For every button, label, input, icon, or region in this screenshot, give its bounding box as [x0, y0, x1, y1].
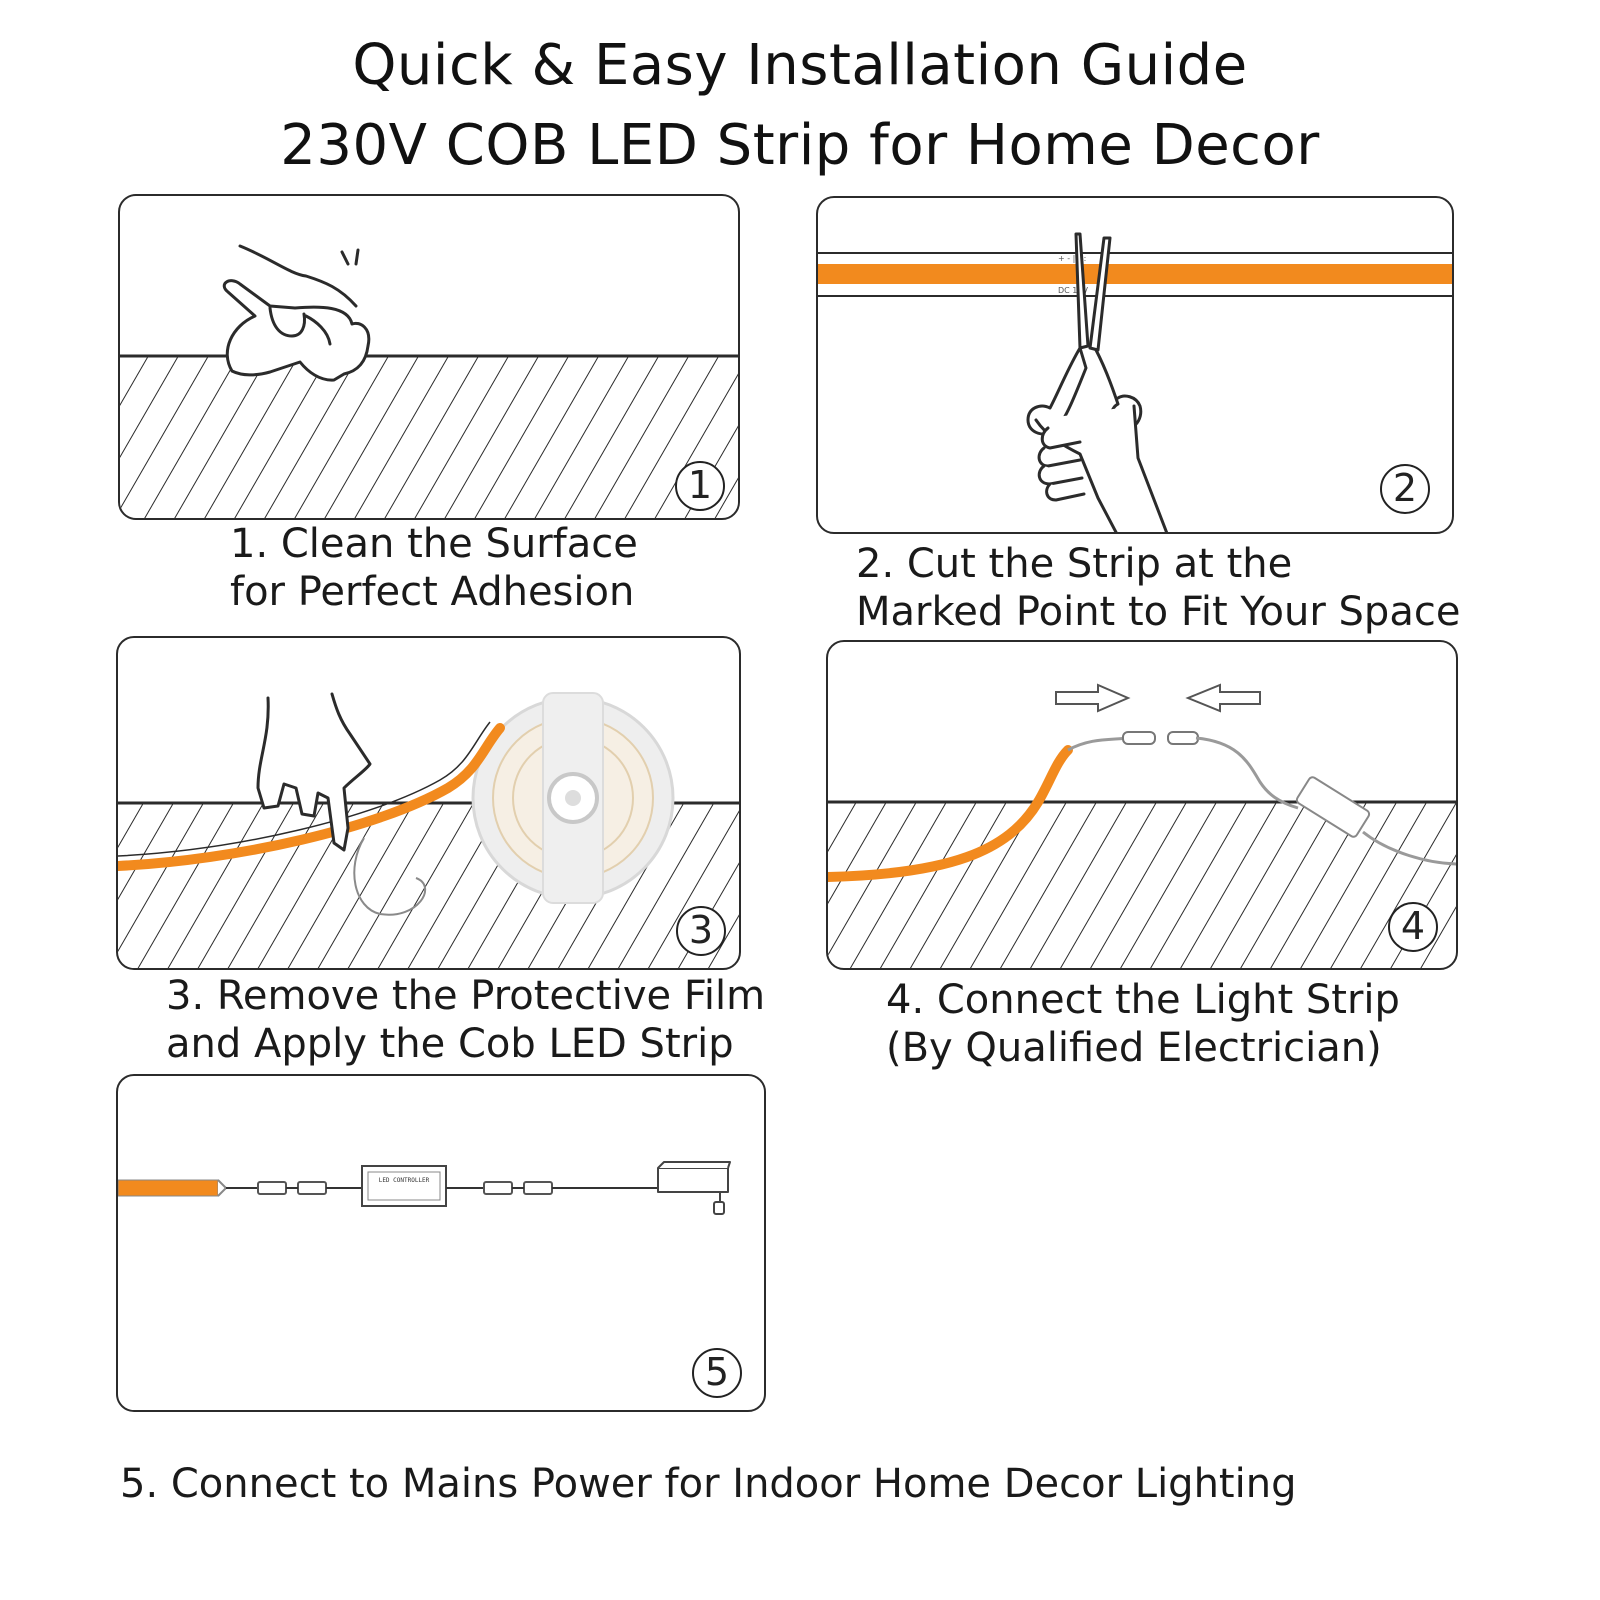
step-2-caption: 2. Cut the Strip at the Marked Point to … [856, 540, 1460, 636]
step-3-panel: 3 [116, 636, 741, 970]
step-3-caption-line1: 3. Remove the Protective Film [166, 973, 766, 1019]
step-5-caption: 5. Connect to Mains Power for Indoor Hom… [120, 1460, 1296, 1508]
connector-icon [1122, 731, 1199, 745]
step-5-panel: LED CONTROLLER 5 [116, 1074, 766, 1412]
guide-subtitle: 230V COB LED Strip for Home Decor [280, 113, 1320, 178]
scissors-icon [1026, 232, 1169, 532]
led-controller-box: LED CONTROLLER [361, 1165, 447, 1207]
guide-title: Quick & Easy Installation Guide [352, 33, 1248, 98]
step-2-caption-line1: 2. Cut the Strip at the [856, 541, 1293, 587]
step-4-panel: 4 [826, 640, 1458, 970]
step-1-badge: 1 [675, 461, 725, 511]
step-5-caption-line1: 5. Connect to Mains Power for Indoor Hom… [120, 1461, 1297, 1507]
step-1-caption-line2: for Perfect Adhesion [230, 569, 635, 615]
hand-wiping-icon [222, 244, 371, 382]
hand-pressing-icon [256, 692, 372, 852]
controller-label: LED CONTROLLER [379, 1177, 430, 1184]
step-3-badge: 3 [676, 906, 726, 956]
strip-reel-icon [471, 692, 675, 904]
step-1-caption-line1: 1. Clean the Surface [230, 521, 638, 567]
svg-text:DC 12V: DC 12V [1058, 286, 1088, 295]
step-2-caption-line2: Marked Point to Fit Your Space [856, 589, 1461, 635]
step-1-panel: 1 [118, 194, 740, 520]
step-2-badge: 2 [1380, 464, 1430, 514]
connector-icon [257, 1181, 327, 1195]
step-4-badge: 4 [1388, 902, 1438, 952]
arrow-left-icon [1185, 683, 1261, 713]
power-adapter-icon [657, 1161, 731, 1215]
step-1-caption: 1. Clean the Surface for Perfect Adhesio… [230, 520, 638, 616]
svg-text:+ - | ! :: + - | ! : [1058, 254, 1086, 263]
step-4-caption-line2: (By Qualified Electrician) [886, 1025, 1382, 1071]
step-3-caption: 3. Remove the Protective Film and Apply … [166, 972, 765, 1068]
step-4-caption: 4. Connect the Light Strip (By Qualified… [886, 976, 1400, 1072]
step-3-caption-line2: and Apply the Cob LED Strip [166, 1021, 734, 1067]
arrow-right-icon [1055, 683, 1131, 713]
step-2-panel: + - | ! : DC 12V 2 [816, 196, 1454, 534]
step-5-badge: 5 [692, 1348, 742, 1398]
step-4-caption-line1: 4. Connect the Light Strip [886, 977, 1400, 1023]
